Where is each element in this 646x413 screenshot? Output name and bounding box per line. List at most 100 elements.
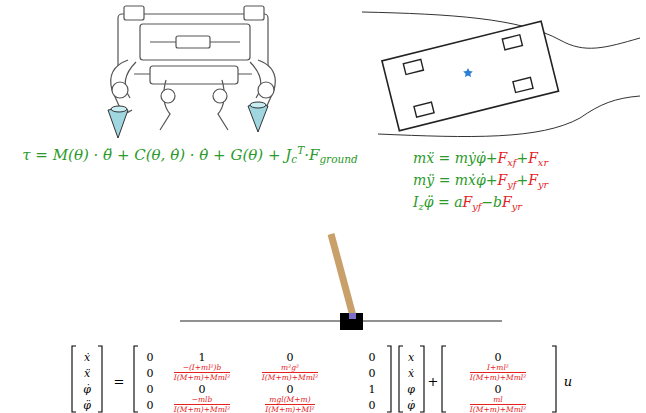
- equation-term: F: [498, 172, 508, 188]
- matrix-entry: 0: [147, 400, 154, 411]
- matrix-entry: ẋ: [84, 352, 90, 363]
- equation-term: +: [516, 150, 528, 166]
- equation-term: 1: [199, 351, 206, 364]
- matrix-entry: 0: [369, 368, 376, 379]
- equation-term: T: [297, 144, 304, 156]
- equation-term: I(M+m)+Mml²: [174, 404, 230, 413]
- equation-term: F: [498, 150, 508, 166]
- equation-term: φ̇: [83, 383, 91, 396]
- equation-term: =: [114, 374, 125, 389]
- matrix-entry: =: [114, 375, 125, 388]
- equation-term: ẍ: [84, 367, 90, 380]
- fraction: I+ml²I(M+m)+Mml²: [470, 364, 526, 382]
- equation-term: 0: [147, 399, 154, 412]
- equation-term: ml: [493, 396, 503, 404]
- equation-term: +: [516, 172, 528, 188]
- equation-term: F: [528, 172, 538, 188]
- equation-term: yr: [538, 179, 548, 190]
- equation-term: φ̇: [407, 399, 415, 412]
- equation-term: xr: [538, 157, 548, 168]
- equation-term: ·F: [304, 145, 319, 163]
- matrix-entry: 0: [147, 384, 154, 395]
- equation-line: mẍ = mẏφ̇+Fxf+Fxr: [413, 151, 548, 168]
- equation-term: φ̈: [83, 399, 91, 412]
- equation-term: m²g²: [281, 364, 299, 372]
- equation-term: I(M+m)+Mml²: [262, 372, 318, 382]
- matrix-entry: 1: [199, 352, 206, 363]
- equation-term: 0: [287, 383, 294, 396]
- equation-term: 0: [369, 367, 376, 380]
- equation-term: F: [502, 194, 512, 210]
- fraction: m²g²I(M+m)+Mml²: [262, 364, 318, 382]
- equation-term: c: [291, 153, 297, 165]
- equation-term: −(I+ml²)b: [183, 364, 222, 372]
- matrix-entry: 0: [495, 352, 502, 363]
- equation-term: ẋ: [408, 367, 414, 380]
- matrix-entry: ẋ: [408, 368, 414, 379]
- matrix-entry: 0: [369, 400, 376, 411]
- equation-term: F: [528, 150, 538, 166]
- fraction: mlI(M+m)+Mml²: [470, 396, 526, 413]
- equation-line: τ = M(θ) · θ̈ + C(θ, θ̇) · θ̇ + G(θ) + J…: [22, 145, 357, 165]
- vehicle-body: [382, 21, 559, 131]
- equation-term: −b: [481, 194, 502, 210]
- road-car: [362, 12, 640, 137]
- equation-term: I(M+m)+Mml²: [174, 372, 230, 382]
- equation-term: mẍ = mẏφ̇+: [413, 150, 498, 166]
- equation-line: mÿ = mẋφ̇+Fyf+Fyr: [413, 173, 548, 190]
- equation-term: mgl(M+m): [269, 396, 310, 404]
- matrix-entry: 0: [495, 384, 502, 395]
- matrix-entry: 0: [287, 384, 294, 395]
- equation-term: yf: [472, 201, 481, 212]
- matrix-entry: 0: [147, 368, 154, 379]
- equation-term: 0: [147, 367, 154, 380]
- matrix-entry: φ̇: [407, 400, 415, 411]
- equation-term: 0: [199, 383, 206, 396]
- equation-term: I(M+m)+Ml²: [265, 404, 314, 413]
- equation-term: τ = M(θ) · θ̈ + C(θ, θ̇) · θ̇ + G(θ) + J: [22, 145, 291, 163]
- equation-term: yf: [507, 179, 516, 190]
- equation-term: ẋ: [84, 351, 90, 364]
- equation-term: 1: [369, 383, 376, 396]
- equation-term: φ̈ = a: [424, 194, 463, 210]
- matrix-entry: ẍ: [84, 368, 90, 379]
- equation-term: φ: [407, 383, 415, 396]
- equation-term: u: [564, 374, 572, 389]
- matrix-entry: +: [428, 375, 439, 388]
- matrix-entry: x: [408, 352, 414, 363]
- equation-term: 0: [369, 399, 376, 412]
- equation-term: −mlb: [192, 396, 213, 404]
- equation-term: z: [419, 201, 424, 212]
- equation-term: yr: [512, 201, 522, 212]
- matrix-entry: 1: [369, 384, 376, 395]
- equation-term: I: [413, 194, 419, 210]
- equation-line: Izφ̈ = aFyf−bFyr: [413, 195, 522, 212]
- matrix-entry: 0: [199, 384, 206, 395]
- matrix-entry: φ̈: [83, 400, 91, 411]
- equation-term: 0: [369, 351, 376, 364]
- equation-term: 0: [147, 383, 154, 396]
- matrix-entry: φ̇: [83, 384, 91, 395]
- fraction: −mlbI(M+m)+Mml²: [174, 396, 230, 413]
- equation-term: F: [462, 194, 472, 210]
- equation-term: 0: [147, 351, 154, 364]
- equation-term: +: [428, 374, 439, 389]
- fraction: mgl(M+m)I(M+m)+Ml²: [265, 396, 314, 413]
- equation-term: mÿ = mẋφ̇+: [413, 172, 498, 188]
- equation-term: I(M+m)+Mml²: [470, 404, 526, 413]
- matrix-entry: u: [564, 375, 572, 388]
- matrix-entry: 0: [147, 352, 154, 363]
- matrix-entry: φ: [407, 384, 415, 395]
- matrix-entry: 0: [369, 352, 376, 363]
- equation-term: 0: [287, 351, 294, 364]
- equation-term: x: [408, 351, 414, 364]
- matrix-brackets: [72, 346, 556, 412]
- equation-term: xf: [507, 157, 516, 168]
- equation-term: ground: [319, 153, 357, 165]
- matrix-entry: 0: [287, 352, 294, 363]
- equation-term: 0: [495, 351, 502, 364]
- equation-term: I(M+m)+Mml²: [470, 372, 526, 382]
- equation-term: I+ml²: [487, 364, 509, 372]
